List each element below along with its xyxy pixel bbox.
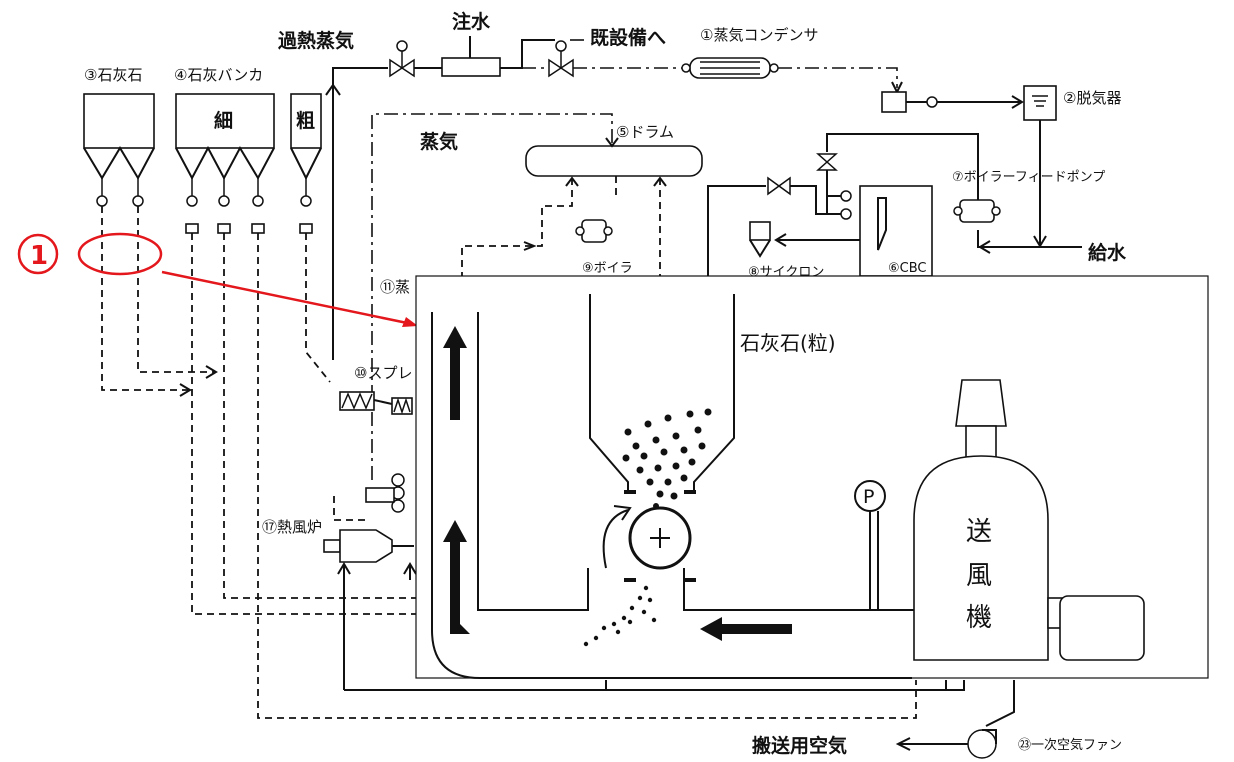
arrow-right <box>1011 95 1024 109</box>
cbc-label: ⑥CBC <box>888 261 927 276</box>
pressure-gauge: P <box>854 480 886 610</box>
drum-label: ⑤ドラム <box>616 123 674 141</box>
pressure-gauge-label: P <box>863 486 874 508</box>
steam-condenser <box>681 57 779 79</box>
blower-char-2: 風 <box>966 561 992 591</box>
steam-11-label: ⑪蒸 <box>380 278 410 296</box>
callout-ellipse <box>77 232 163 276</box>
steam-arrow-up <box>325 83 341 96</box>
cbc-pipe <box>790 185 841 215</box>
steam-valve-1 <box>389 40 415 78</box>
boiler-label: ⑨ボイラ <box>582 261 633 276</box>
cbc-unit <box>816 153 933 277</box>
superheated-steam-line <box>332 67 388 360</box>
flow-arrow-up-lower <box>443 520 470 634</box>
transport-air-label: 搬送用空気 <box>752 734 847 757</box>
condensate-line <box>778 67 898 88</box>
steam-valve-2 <box>548 40 574 78</box>
drum <box>525 145 703 177</box>
to-existing-label: 既設備へ <box>590 26 666 49</box>
limestone-feed-line <box>101 206 188 391</box>
fan-discharge <box>985 680 1015 727</box>
blower-char-3: 機 <box>966 603 992 633</box>
rotary-feeder <box>602 490 696 582</box>
feed-water-label: 給水 <box>1088 241 1127 264</box>
deaerator <box>1023 85 1057 121</box>
limestone-silo <box>83 93 155 207</box>
deaerator-label: ②脱気器 <box>1063 89 1121 107</box>
callout-number: 1 <box>30 241 48 271</box>
limestone-particles <box>583 408 712 647</box>
blower <box>913 379 1145 661</box>
bottom-air-line <box>344 680 965 691</box>
duct-outer-wall <box>431 312 912 679</box>
primary-air-fan-label: ㉓一次空気ファン <box>1018 737 1122 753</box>
lime-bunker-fine <box>175 93 275 234</box>
arrow-right <box>179 383 192 397</box>
callout-marker: 1 <box>17 233 59 275</box>
rotation-arrow <box>602 509 629 569</box>
inset-panel: 石灰石(粒) <box>415 275 1209 679</box>
arrow-left <box>895 737 911 751</box>
arrow-left <box>978 240 991 254</box>
callout-arrow <box>161 270 413 326</box>
water-injection-mixer <box>441 57 501 77</box>
limestone-grain-label: 石灰石(粒) <box>740 331 836 355</box>
water-injection-label: 注水 <box>452 10 491 33</box>
superheated-steam-label: 過熱蒸気 <box>278 29 354 52</box>
valve-cluster <box>365 473 405 513</box>
steam-label: 蒸気 <box>420 130 458 153</box>
duct-inner-wall <box>477 312 589 611</box>
fine-label: 細 <box>214 109 233 132</box>
arrow-up <box>337 562 351 575</box>
furnace-feed-line <box>333 496 366 521</box>
boiler-feed-pump <box>953 199 1001 223</box>
drum-downcomer <box>461 178 573 276</box>
fine-feed-line-3 <box>257 233 917 719</box>
lime-bunker-label: ④石灰バンカ <box>174 66 263 84</box>
cyclone <box>749 221 860 258</box>
small-pump-symbol <box>926 96 938 108</box>
fine-feed-line-2 <box>223 233 420 599</box>
limestone-label: ③石灰石 <box>84 66 142 84</box>
steam-condenser-label: ①蒸気コンデンサ <box>700 26 818 44</box>
primary-air-fan <box>967 729 997 759</box>
boiler-feed-pump-label: ⑦ボイラーフィードポンプ <box>952 170 1105 185</box>
feed-pump-discharge <box>977 230 1082 248</box>
coarse-feed-line <box>305 233 331 383</box>
rotation-arrowhead <box>613 505 632 521</box>
limestone-feed-line-2 <box>137 206 214 373</box>
hot-air-furnace <box>323 529 414 563</box>
arrow-up <box>653 176 667 187</box>
feed-to-cbc <box>826 133 979 200</box>
cbc-valve <box>767 176 791 196</box>
arrow-down <box>605 137 619 148</box>
arrow-up-2 <box>403 562 417 580</box>
arrow-right <box>205 365 218 379</box>
arrow-up <box>565 176 579 187</box>
pipe-seg <box>500 39 555 69</box>
coarse-label: 粗 <box>296 109 315 132</box>
flow-arrow-up-upper <box>443 326 467 420</box>
boiler-circ-pump <box>575 219 613 243</box>
condensate-tank <box>881 91 907 113</box>
lime-bunker-coarse <box>290 93 322 234</box>
bottom-drops <box>605 680 947 690</box>
callout-arrowhead <box>402 317 418 327</box>
limestone-hopper <box>589 294 735 492</box>
spray-heat-exchanger <box>339 391 413 415</box>
flow-arrow-left <box>700 617 792 641</box>
blower-char-1: 送 <box>966 517 992 547</box>
hot-air-furnace-label: ⑰熱風炉 <box>262 518 322 536</box>
arrow-right <box>523 241 537 251</box>
steam-to-drum-line <box>371 113 613 480</box>
spray-label: ⑩スプレ <box>354 364 412 382</box>
steam-out-line <box>707 185 766 276</box>
